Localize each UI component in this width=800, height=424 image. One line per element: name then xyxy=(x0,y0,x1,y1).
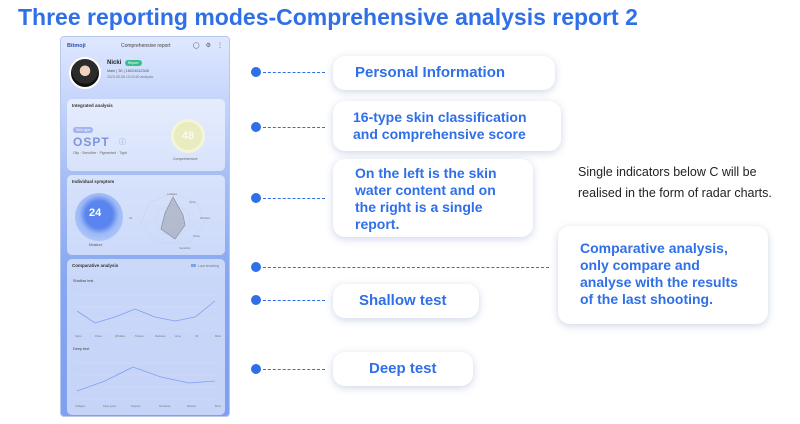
legend-label: Last shooting xyxy=(198,264,219,268)
x-tick-label: Moisture xyxy=(215,334,221,338)
phone-header-icons: ◯ ⚙ ⋮ xyxy=(193,42,223,49)
symptom-radar-chart: Collagen Spots Wrinkles Pores Sensitivit… xyxy=(129,192,211,250)
profile-sub: 2023-05-08 10:24:40 analysis xyxy=(107,75,154,79)
more-icon[interactable]: ⋮ xyxy=(217,43,223,49)
shallow-test-label: Shallow test xyxy=(73,279,94,283)
deep-test-label: Deep test xyxy=(73,347,90,351)
water-content-label: Moisture xyxy=(89,243,103,247)
skin-type-code: OSPT xyxy=(73,135,110,149)
callout-text: report. xyxy=(355,216,400,232)
settings-icon[interactable]: ⚙ xyxy=(205,43,211,49)
water-content-value: 24 xyxy=(89,207,102,219)
profile-section: Nicki Report Male | 30 | 18024512345 202… xyxy=(67,57,225,95)
callout-shallow-test: Shallow test xyxy=(333,284,479,318)
connector-dot-deep xyxy=(251,364,261,374)
callout-text: Personal Information xyxy=(355,64,506,81)
x-tick-label: Acne xyxy=(175,334,181,338)
share-icon[interactable]: ◯ xyxy=(192,43,200,49)
info-icon[interactable]: ⓘ xyxy=(119,139,126,146)
x-tick-label: Pores xyxy=(95,334,102,338)
connector-dot-classification xyxy=(251,122,261,132)
radar-label: Spots xyxy=(189,200,196,204)
callout-text: Shallow test xyxy=(359,292,447,309)
profile-name: Nicki xyxy=(107,60,122,66)
callout-personal-information: Personal Information xyxy=(333,56,555,90)
connector-line-deep xyxy=(263,369,325,370)
connector-line-water xyxy=(263,198,325,199)
comparative-analysis-title: Comparative analysis xyxy=(72,263,119,268)
callout-text: Comparative analysis, xyxy=(580,240,728,256)
slide-title: Three reporting modes-Comprehensive anal… xyxy=(18,4,638,30)
x-tick-label: Deep spots xyxy=(103,404,117,408)
connector-dot-shallow xyxy=(251,295,261,305)
phone-screenshot: Bitmoji Comprehensive report ◯ ⚙ ⋮ Nicki… xyxy=(60,36,230,417)
radar-label: Oil xyxy=(129,216,133,220)
integrated-analysis-title: Integrated analysis xyxy=(72,103,113,108)
callout-text: On the left is the skin xyxy=(355,165,497,181)
connector-dot-comparative xyxy=(251,262,261,272)
x-tick-label: Oil xyxy=(195,334,199,338)
legend-swatch xyxy=(191,264,197,267)
chart-legend: Last shooting xyxy=(191,264,219,268)
x-tick-label: Collagen xyxy=(75,404,86,408)
callout-water-content: On the left is the skin water content an… xyxy=(333,159,533,237)
profile-badge: Report xyxy=(125,60,142,66)
callout-deep-test: Deep test xyxy=(333,352,473,386)
connector-line-shallow xyxy=(263,300,325,301)
deep-series-line xyxy=(76,366,216,392)
brand-logo: Bitmoji xyxy=(67,43,86,49)
x-tick-label: Pigment xyxy=(131,404,141,408)
phone-header-title: Comprehensive report xyxy=(121,43,171,49)
callout-text: of the last shooting. xyxy=(580,291,713,307)
comparative-analysis-card: Comparative analysis Last shooting Shall… xyxy=(67,259,225,415)
callout-text: and comprehensive score xyxy=(353,126,526,142)
avatar xyxy=(69,57,101,89)
x-tick-label: Wrinkles xyxy=(115,334,126,338)
callout-text: water content and on xyxy=(355,182,496,198)
water-content-gauge xyxy=(75,193,123,241)
shallow-test-chart: Spots Pores Wrinkles Texture Redness Acne Oil M… xyxy=(75,294,221,338)
connector-line-comparative xyxy=(263,267,549,268)
radar-label: Wrinkles xyxy=(200,216,211,220)
callout-text: the right is a single xyxy=(355,199,483,215)
callout-text: 16-type skin classification xyxy=(353,109,527,125)
callout-text: only compare and xyxy=(580,257,700,273)
callout-text: Deep test xyxy=(369,360,437,377)
individual-symptom-title: Individual symptom xyxy=(72,179,115,184)
x-tick-label: Melanin xyxy=(187,404,197,408)
connector-line-personal xyxy=(263,72,325,73)
profile-meta: Male | 30 | 18024512345 xyxy=(107,69,149,73)
shallow-series-line xyxy=(76,300,216,324)
radar-label: Sensitivity xyxy=(179,246,191,250)
x-tick-label: Spots xyxy=(75,334,82,338)
individual-symptom-card: Individual symptom 24 Moisture Collagen … xyxy=(67,175,225,255)
radar-label: Collagen xyxy=(167,192,178,196)
x-tick-label: Brown xyxy=(215,404,221,408)
x-tick-label: Sensitivity xyxy=(159,404,171,408)
callout-classification: 16-type skin classification and comprehe… xyxy=(333,101,561,151)
score-label: Comprehensive xyxy=(173,157,198,161)
connector-dot-personal xyxy=(251,67,261,77)
radar-label: Pores xyxy=(193,234,200,238)
side-note: Single indicators below C will be realis… xyxy=(578,165,772,200)
integrated-analysis-card: Integrated analysis Skin type OSPT ⓘ Oil… xyxy=(67,99,225,171)
x-tick-label: Redness xyxy=(155,334,166,338)
connector-dot-water xyxy=(251,193,261,203)
skin-type-description: Oily · Sensitive · Pigmented · Tight xyxy=(73,151,127,155)
comprehensive-score: 48 xyxy=(171,119,205,153)
x-tick-label: Texture xyxy=(135,334,144,338)
callout-text: analyse with the results xyxy=(580,274,738,290)
deep-test-chart: Collagen Deep spots Pigment Sensitivity Mela… xyxy=(75,362,221,408)
callout-comparative-analysis: Comparative analysis, only compare and a… xyxy=(558,226,768,324)
phone-top-bar: Bitmoji xyxy=(61,37,229,55)
connector-line-classification xyxy=(263,127,325,128)
skin-type-badge: Skin type xyxy=(73,127,94,133)
